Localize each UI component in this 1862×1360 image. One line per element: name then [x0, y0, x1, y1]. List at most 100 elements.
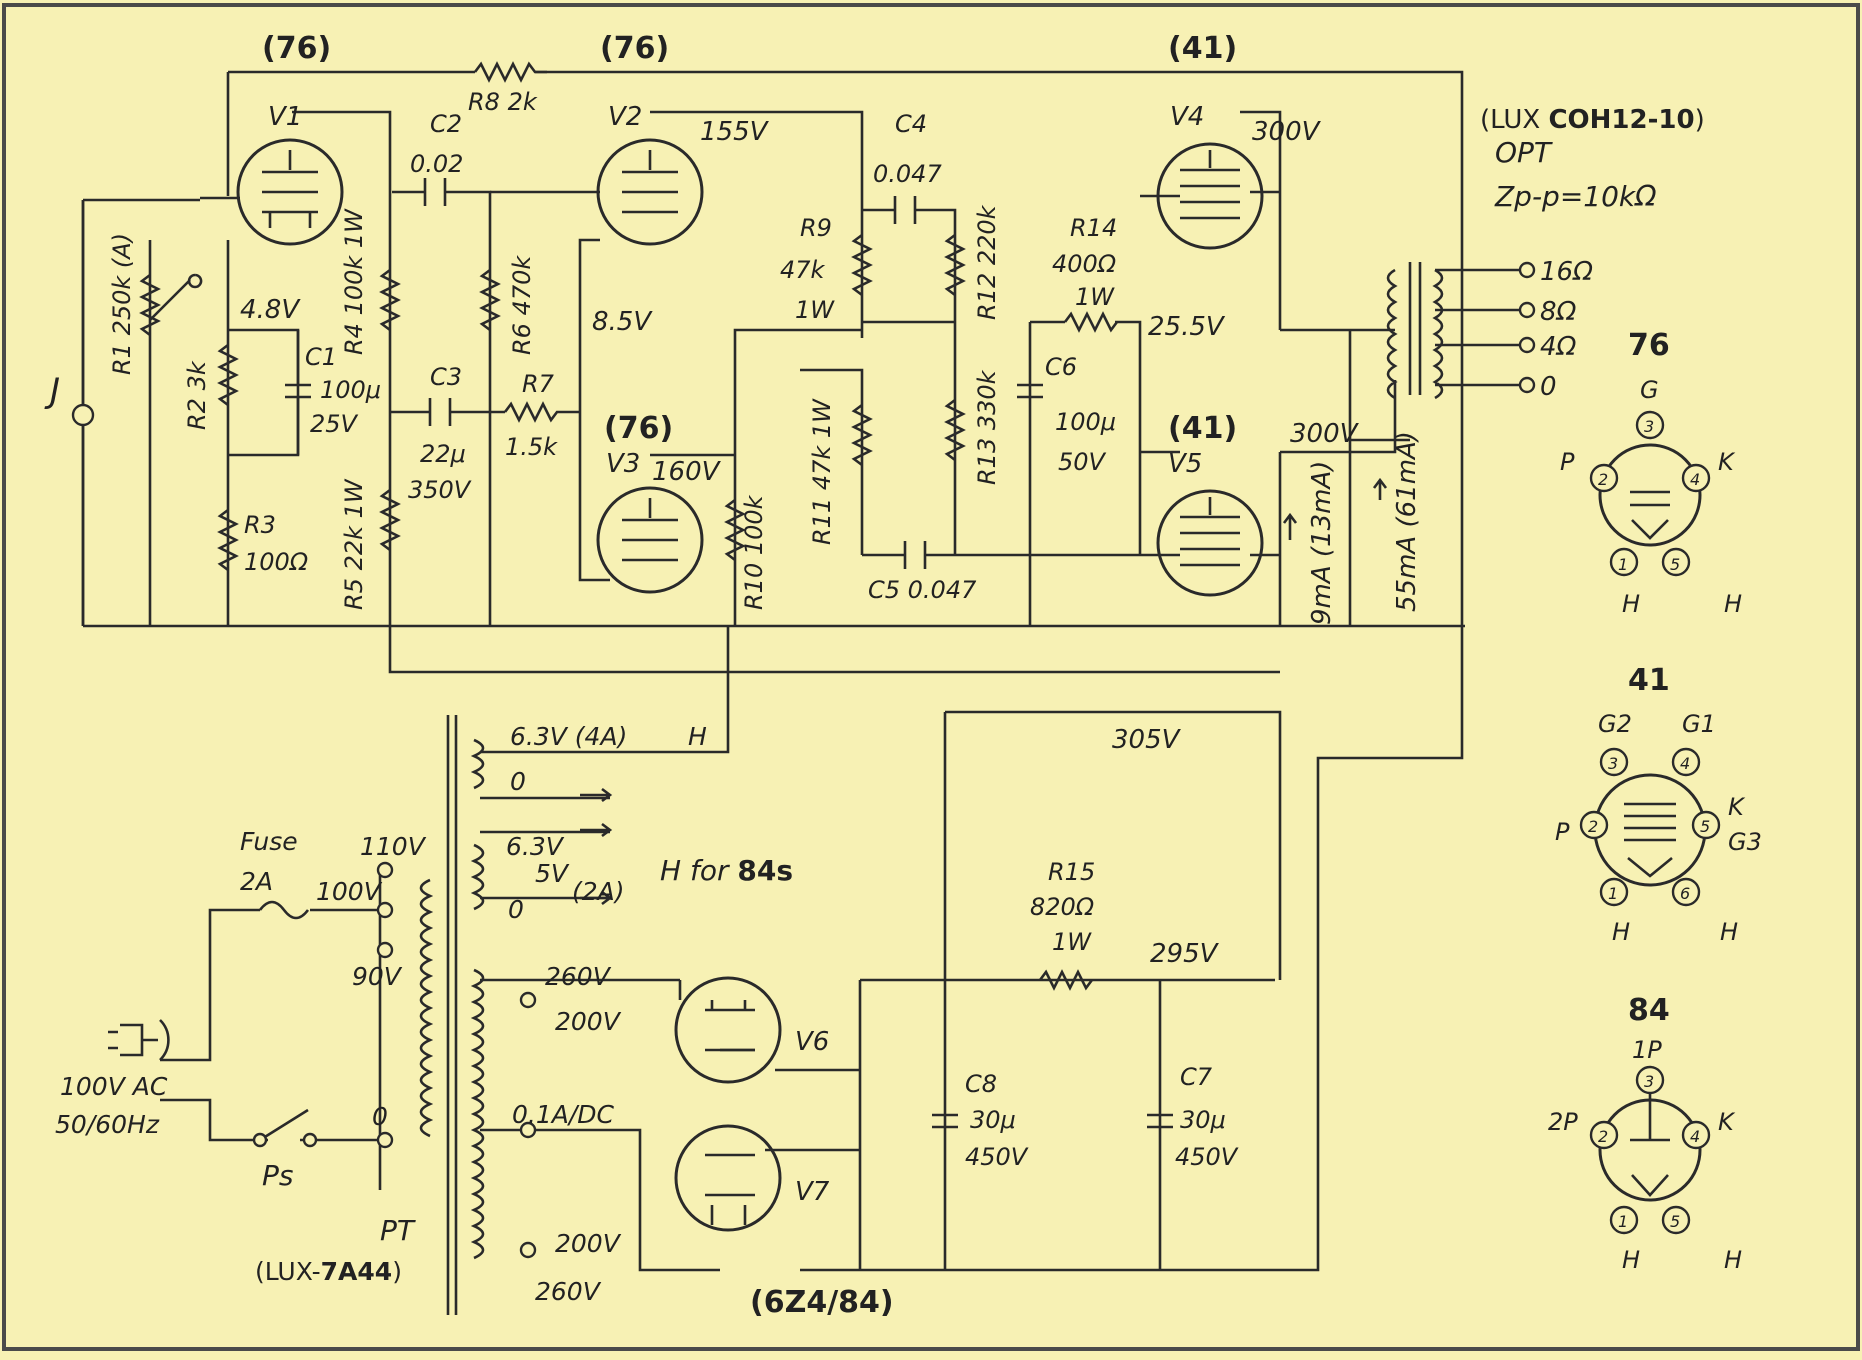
r14-value-2: 1W: [1075, 283, 1115, 311]
tube-v5: [1156, 489, 1264, 597]
r7-label: R7: [522, 370, 555, 398]
c4-value: 0.047: [873, 160, 942, 188]
c7-value-2: 450V: [1175, 1143, 1239, 1171]
r7-value: 1.5k: [505, 433, 558, 461]
tube-designators: V1 V2 V3 V4 V5 V6 V7: [268, 102, 1204, 1207]
c7-capacitor: [1147, 1113, 1173, 1129]
tube-v2: [596, 138, 704, 246]
basing-84-h2: H: [1724, 1246, 1742, 1274]
h-for-tube: 84: [737, 854, 776, 887]
basing-76-pin5: 5: [1670, 555, 1680, 574]
v4-label: V4: [1170, 102, 1204, 132]
r9-value-2: 1W: [795, 296, 835, 324]
hv-200v-bottom: 200V: [555, 1229, 622, 1258]
opt-model: COH12-10: [1548, 105, 1694, 135]
pt-model-suffix: ): [392, 1257, 402, 1286]
v3-label: V3: [606, 449, 640, 479]
c8-value-1: 30μ: [970, 1106, 1016, 1134]
pt-model-number: 7A44: [321, 1257, 393, 1286]
basing-76-h2: H: [1724, 590, 1742, 618]
voltage-305v: 305V: [1112, 725, 1182, 755]
c8-capacitor: [932, 1113, 958, 1129]
pri-0: 0: [372, 1102, 388, 1131]
basing-41-pin6: 6: [1680, 884, 1690, 903]
c4-capacitor: [893, 196, 917, 224]
switch-contact-a: [252, 1132, 268, 1148]
v7-label: V7: [795, 1177, 830, 1207]
basing-76-pin3: 3: [1644, 417, 1654, 436]
tube-v6: [674, 976, 782, 1084]
c2-value: 0.02: [410, 150, 463, 178]
voltage-labels: 155V 300V 300V 4.8V 8.5V 160V 25.5V 305V…: [240, 117, 1422, 969]
h-for-prefix: H for: [660, 854, 737, 887]
r14-resistor: [1063, 311, 1119, 333]
opt-title-suffix: ): [1695, 105, 1705, 135]
voltage-8-5v: 8.5V: [592, 307, 653, 337]
switch-contact-b: [302, 1132, 318, 1148]
tube-v4: [1156, 142, 1264, 250]
pt-model: (LUX-7A44): [255, 1257, 402, 1286]
c6-capacitor: [1017, 383, 1043, 399]
input-jack: [71, 200, 95, 626]
c1-value-2: 25V: [310, 410, 359, 438]
opt-title: (LUX COH12-10): [1480, 105, 1705, 135]
basing-76-title: 76: [1628, 328, 1670, 363]
basing-41-h2: H: [1720, 918, 1738, 946]
pri-100v: 100V: [316, 877, 383, 906]
pt-model-prefix: (LUX-: [255, 1257, 321, 1286]
r12-resistor: [944, 233, 966, 297]
r12-label: R12 220k: [973, 204, 1001, 320]
r15-label: R15: [1048, 858, 1095, 886]
r15-value-2: 1W: [1052, 928, 1092, 956]
rectifier-type-label: (6Z4/84): [750, 1285, 894, 1320]
fuse-icon: [258, 900, 310, 920]
basing-41: [1579, 747, 1721, 907]
v2-label: V2: [608, 102, 642, 132]
c1-value-1: 100μ: [320, 376, 381, 404]
r4-label: R4 100k 1W: [340, 208, 368, 355]
r1-label: R1 250k (A): [108, 233, 136, 375]
v4-type-label: (41): [1168, 31, 1237, 66]
opt-tap-16: 16Ω: [1540, 257, 1593, 287]
resistors: [139, 61, 1119, 991]
c6-label: C6: [1045, 353, 1077, 381]
pri-90v: 90V: [352, 962, 403, 991]
r11-resistor: [851, 403, 873, 467]
basing-labels: 76 G P K H H 1 2 3 4 5 41 G2 G1 P K G3 H…: [1548, 328, 1762, 1274]
diagram-frame: [2, 3, 1860, 1351]
current-9ma: 9mA (13mA): [1307, 461, 1337, 625]
basing-76-pin2: 2: [1598, 470, 1608, 489]
opt-title-prefix: (LUX: [1480, 105, 1548, 135]
hv-200v-top: 200V: [555, 1007, 622, 1036]
r3-value: 100Ω: [244, 548, 309, 576]
basing-84-1p: 1P: [1632, 1036, 1662, 1064]
c3-value-1: 22μ: [420, 440, 466, 468]
v3-type-label: (76): [604, 411, 673, 446]
fuse-value: 2A: [240, 867, 273, 896]
opt-tap-8: 8Ω: [1540, 297, 1577, 327]
basing-84-pin3: 3: [1644, 1072, 1654, 1091]
current-arrow-2: [1372, 477, 1388, 500]
c7-label: C7: [1180, 1063, 1213, 1091]
r15-resistor: [1038, 969, 1094, 991]
basing-76-k: K: [1718, 448, 1736, 476]
current-55ma: 55mA (61mA): [1392, 431, 1422, 612]
basing-76-h1: H: [1622, 590, 1640, 618]
voltage-4-8v: 4.8V: [240, 295, 301, 325]
voltage-25-5v: 25.5V: [1148, 312, 1226, 342]
r5-resistor: [379, 488, 401, 552]
r14-label: R14: [1070, 214, 1117, 242]
basing-84-pin1: 1: [1618, 1212, 1628, 1231]
voltage-300v-v5: 300V: [1290, 419, 1360, 449]
heater1-label: 6.3V (4A): [510, 722, 627, 751]
v5-label: V5: [1168, 449, 1202, 479]
basing-41-pin3: 3: [1608, 754, 1618, 773]
v1-type-label: (76): [262, 31, 331, 66]
opt-tap-0: 0: [1540, 372, 1557, 402]
opt-impedance: Zp-p=10kΩ: [1494, 180, 1657, 213]
basing-76-pin1: 1: [1618, 555, 1628, 574]
basing-84-pin5: 5: [1670, 1212, 1680, 1231]
r9-value-1: 47k: [780, 256, 826, 284]
r10-resistor: [724, 498, 746, 562]
